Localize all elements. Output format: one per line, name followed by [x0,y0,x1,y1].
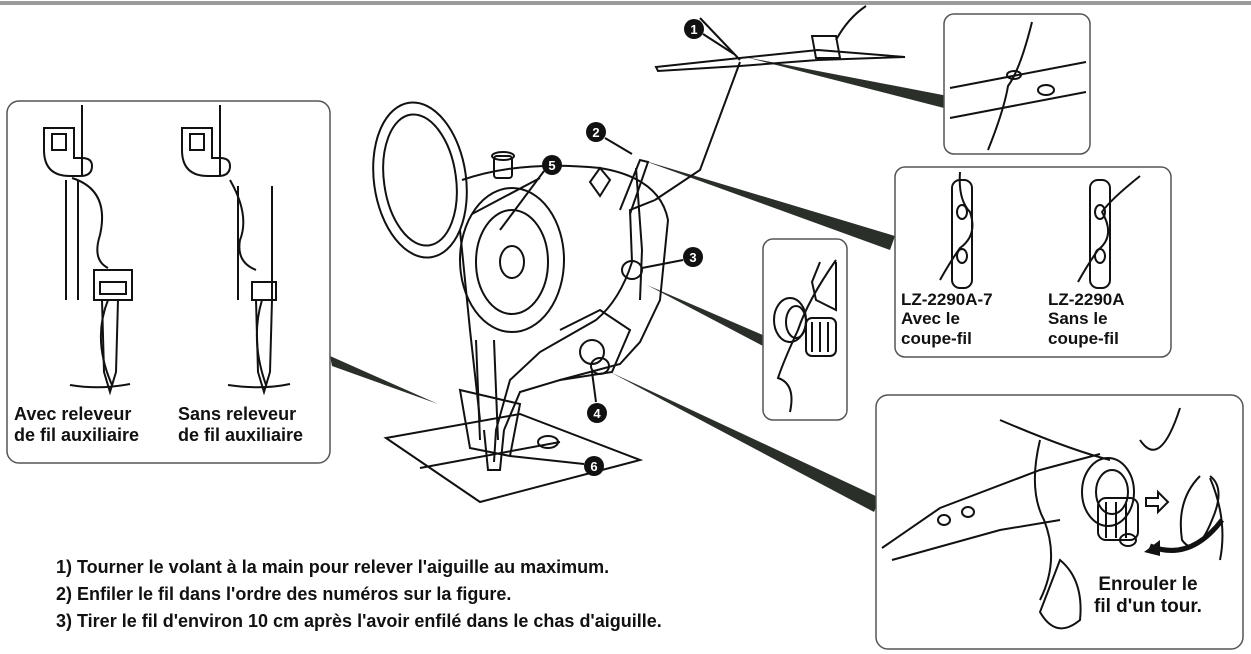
caption-line: Enrouler le [1098,574,1198,595]
panel-winder [875,394,1244,650]
callout-wedges [330,57,948,512]
panel-left [6,100,331,464]
callout-left [330,356,438,404]
marker-3-disc [683,247,703,267]
guide-inset-drawing [939,171,1141,289]
needle-right [181,105,291,396]
tension-inset-drawing [773,259,837,413]
instruction-3: 3) Tirer le fil d'environ 10 cm après l'… [56,611,662,631]
panels [6,13,1244,650]
caption-line: Avec le [901,309,960,329]
caption-lz2290a7: LZ-2290A-7 Avec le coupe-fil [901,290,993,348]
caption-model: LZ-2290A-7 [901,290,993,309]
marker-2-disc [586,122,606,142]
caption-model: LZ-2290A [1048,290,1125,309]
caption-line: Sans le [1048,309,1108,329]
caption-line: coupe-fil [901,328,972,348]
instruction-2: 2) Enfiler le fil dans l'ordre des numér… [56,584,512,604]
callout-top [745,57,948,108]
instruction-1: 1) Tourner le volant à la main pour rele… [56,557,610,577]
number-markers: 1 2 3 4 5 6 [499,19,735,476]
panel-guide [894,166,1172,358]
panel-top [943,13,1091,155]
marker-1: 1 [690,22,697,37]
top-inset-drawing [949,21,1087,151]
wind-arrow-head [1144,540,1160,556]
caption-lz2290a: LZ-2290A Sans le coupe-fil [1048,290,1125,348]
caption-line: de fil auxiliaire [178,424,304,445]
marker-2: 2 [592,125,599,140]
needle-left [43,105,133,396]
caption-with-aux-releveur: Avec releveur de fil auxiliaire [14,404,139,445]
caption-without-aux-releveur: Sans releveur de fil auxiliaire [178,404,303,445]
caption-wind-one-turn: Enrouler le fil d'un tour. [1094,574,1202,617]
marker-5-disc [542,155,562,175]
caption-line: de fil auxiliaire [14,424,140,445]
caption-line: Avec releveur [14,404,132,424]
marker-4: 4 [593,406,601,421]
winder-inset-drawing [881,407,1224,630]
caption-line: Sans releveur [178,404,297,424]
caption-line: fil d'un tour. [1094,595,1202,617]
callout-winder [610,372,880,512]
machine-head [372,101,670,504]
marker-6: 6 [590,459,597,474]
marker-4-disc [587,403,607,423]
marker-1-disc [684,19,704,39]
marker-6-disc [584,456,604,476]
callout-tension [647,285,765,346]
callout-guide [642,160,895,250]
caption-line: coupe-fil [1048,328,1119,348]
marker-5: 5 [548,158,555,173]
marker-3: 3 [689,250,696,265]
